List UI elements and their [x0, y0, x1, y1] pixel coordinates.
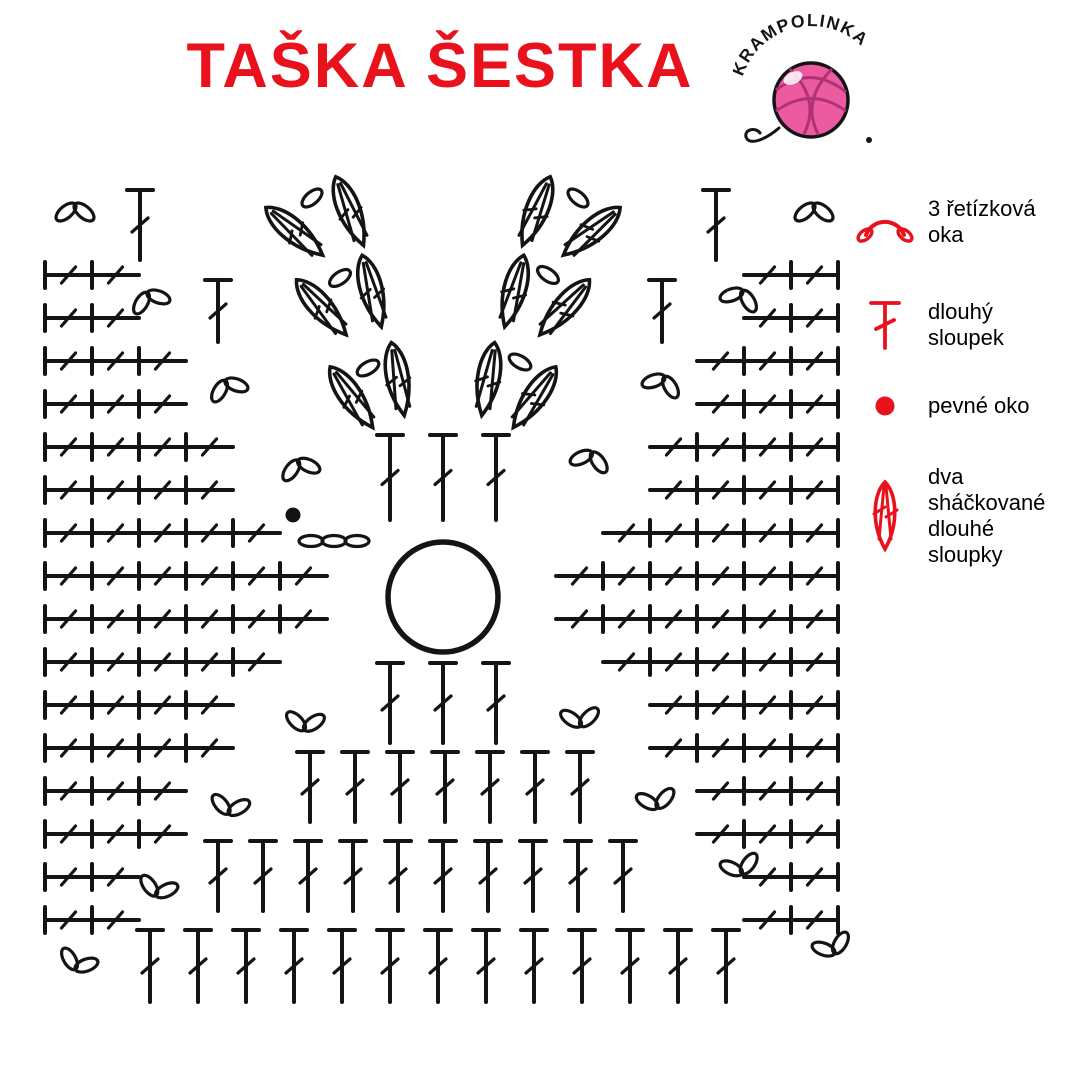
slip-stitch-icon — [854, 390, 916, 422]
yarn-ball-icon: KRAMPOLINKA — [728, 10, 872, 143]
two-dc-cluster-icon — [854, 477, 916, 555]
legend-label: dlouhý sloupek — [928, 299, 1004, 350]
legend-item-slip: pevné oko — [854, 390, 1066, 422]
legend-label: pevné oko — [928, 393, 1030, 419]
legend-item-cluster: dva sháčkované dlouhé sloupky — [854, 464, 1066, 568]
page-title: TAŠKA ŠESTKA — [186, 31, 694, 101]
chain3-icon — [854, 199, 916, 245]
header: TAŠKA ŠESTKA — [0, 30, 880, 102]
double-crochet-icon — [854, 296, 916, 354]
brand-logo: KRAMPOLINKA — [728, 10, 885, 152]
legend-label: 3 řetízková oka — [928, 196, 1036, 247]
legend-item-dc: dlouhý sloupek — [854, 296, 1066, 354]
legend-label: dva sháčkované dlouhé sloupky — [928, 464, 1046, 567]
legend-item-chain3: 3 řetízková oka — [854, 196, 1066, 248]
